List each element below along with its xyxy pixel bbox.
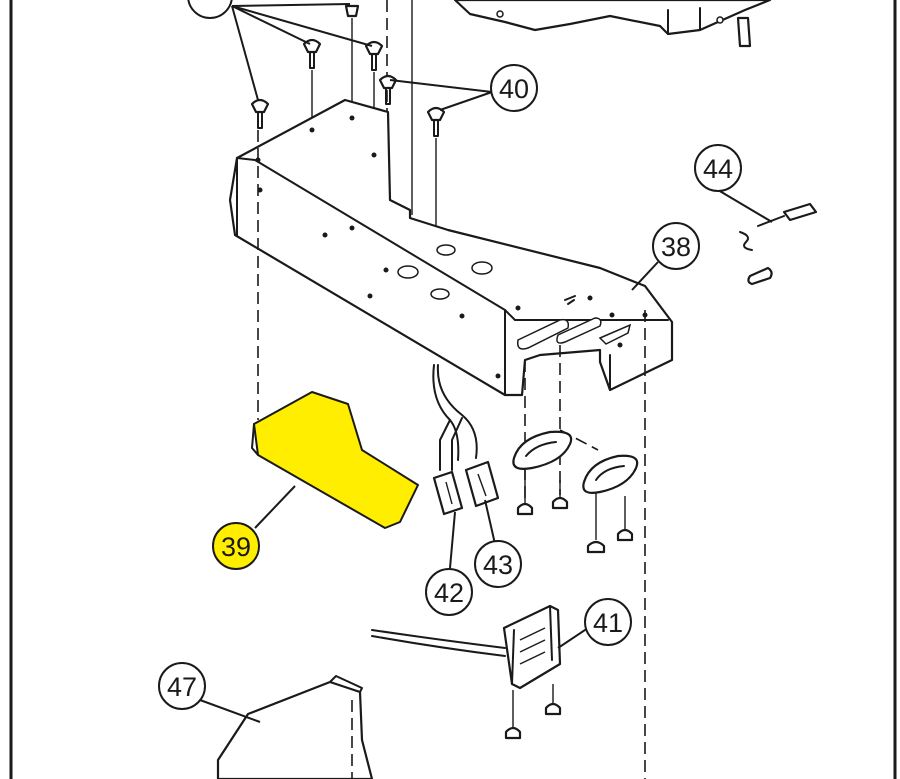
grommet	[582, 454, 639, 494]
callout-label-42: 42	[434, 578, 464, 608]
cover-47	[216, 675, 374, 779]
callout-label-47: 47	[167, 672, 197, 702]
screw-set-40	[250, 4, 446, 240]
callout-42: 42	[425, 568, 473, 616]
callout-44: 44	[694, 144, 742, 192]
screw	[378, 74, 398, 105]
base-plate-38	[228, 98, 674, 397]
upper-chassis-part	[453, 0, 772, 48]
callout-label-40: 40	[499, 74, 529, 104]
callout-41: 41	[584, 598, 632, 646]
callout-label-41: 41	[593, 608, 623, 638]
connector-41	[371, 604, 562, 690]
callout-label-39: 39	[221, 532, 251, 562]
callout-leaders	[199, 79, 773, 723]
callout-43: 43	[474, 540, 522, 588]
callout-40: 40	[490, 64, 538, 112]
grommet	[512, 430, 573, 470]
callout-label-43: 43	[483, 550, 513, 580]
highlighted-part	[253, 391, 419, 529]
insulator-sheet-39	[251, 391, 419, 529]
callout-circle-top	[187, 0, 233, 19]
callout-label-38: 38	[661, 232, 691, 262]
screw	[426, 106, 446, 240]
small-parts-44	[739, 202, 818, 286]
callout-39: 39	[212, 522, 260, 570]
screws-lower	[504, 470, 634, 740]
callout-leaders-top	[231, 3, 373, 101]
callout-47: 47	[158, 662, 206, 710]
connector-harness-42-43	[432, 364, 500, 516]
screw	[250, 98, 270, 129]
callout-label-44: 44	[703, 154, 733, 184]
callout-38: 38	[652, 222, 700, 270]
